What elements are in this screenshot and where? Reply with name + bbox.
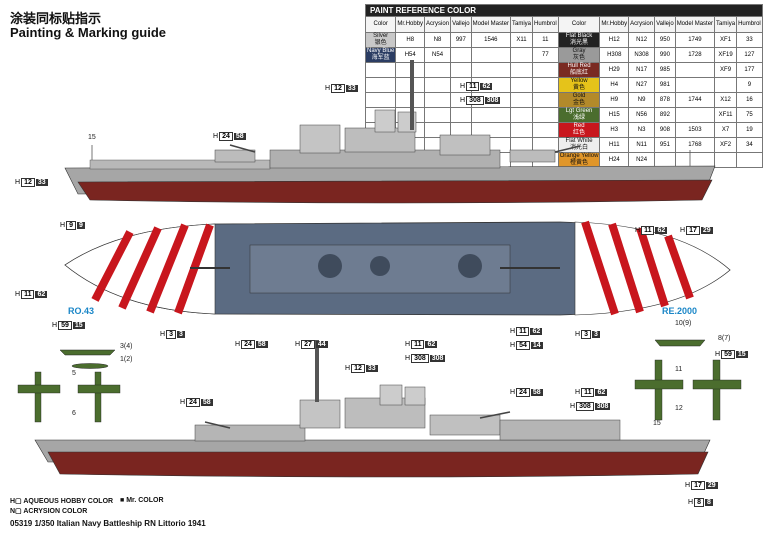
- legend-n: N▢ ACRYSION COLOR: [10, 508, 88, 515]
- aircraft-ro43: [17, 349, 121, 423]
- legend-h: H▢ AQUEOUS HOBBY COLOR: [10, 498, 114, 505]
- part-6: 6: [72, 410, 76, 417]
- plan-view: [64, 220, 731, 316]
- acrysion-right-8: N24: [628, 152, 656, 168]
- paint-table-title: PAINT REFERENCE COLOR: [365, 4, 763, 17]
- part-12: 1(2): [120, 356, 133, 363]
- humbrol-right-0: 33: [736, 32, 763, 48]
- part-87: 8(7): [718, 335, 731, 342]
- title-english: Painting & Marking guide: [10, 25, 167, 40]
- col-vallejo: Vallejo: [450, 16, 472, 33]
- col-humbrol-2: Humbrol: [736, 16, 763, 33]
- humbrol-right-8: [736, 152, 763, 168]
- col-tamiya: Tamiya: [509, 16, 534, 33]
- title-chinese: 涂装同标贴指示: [10, 11, 102, 26]
- part-1011: 10(9): [675, 320, 692, 327]
- col-acrysion-2: Acrysion: [628, 16, 656, 33]
- re2000-label: RE.2000: [662, 306, 698, 316]
- humbrol-right-6: 19: [736, 122, 763, 138]
- col-tamiya-2: Tamiya: [714, 16, 738, 33]
- part-12b: 12: [675, 405, 683, 412]
- mrhobby-right-6: H3: [599, 122, 630, 138]
- col-color: Color: [364, 16, 397, 33]
- part-5: 5: [72, 370, 76, 377]
- legend-m: ■ Mr. COLOR: [120, 497, 164, 504]
- part-15a: 15: [88, 134, 96, 141]
- part-15b: 15: [653, 420, 661, 427]
- col-modelmaster: Model Master: [470, 16, 512, 33]
- col-acrysion: Acrysion: [424, 16, 452, 33]
- col-modelmaster-2: Model Master: [674, 16, 716, 33]
- ro43-label: RO.43: [68, 306, 95, 316]
- side-profile-top: [64, 60, 716, 204]
- footer-caption: 05319 1/350 Italian Navy Battleship RN L…: [10, 519, 206, 528]
- side-profile-bottom: [34, 340, 711, 478]
- aircraft-re2000: [634, 339, 742, 421]
- part-34: 3(4): [120, 343, 133, 350]
- part-11: 11: [675, 366, 683, 373]
- col-mrhobby: Mr.Hobby: [395, 16, 426, 33]
- tamiya-right-8: [714, 152, 738, 168]
